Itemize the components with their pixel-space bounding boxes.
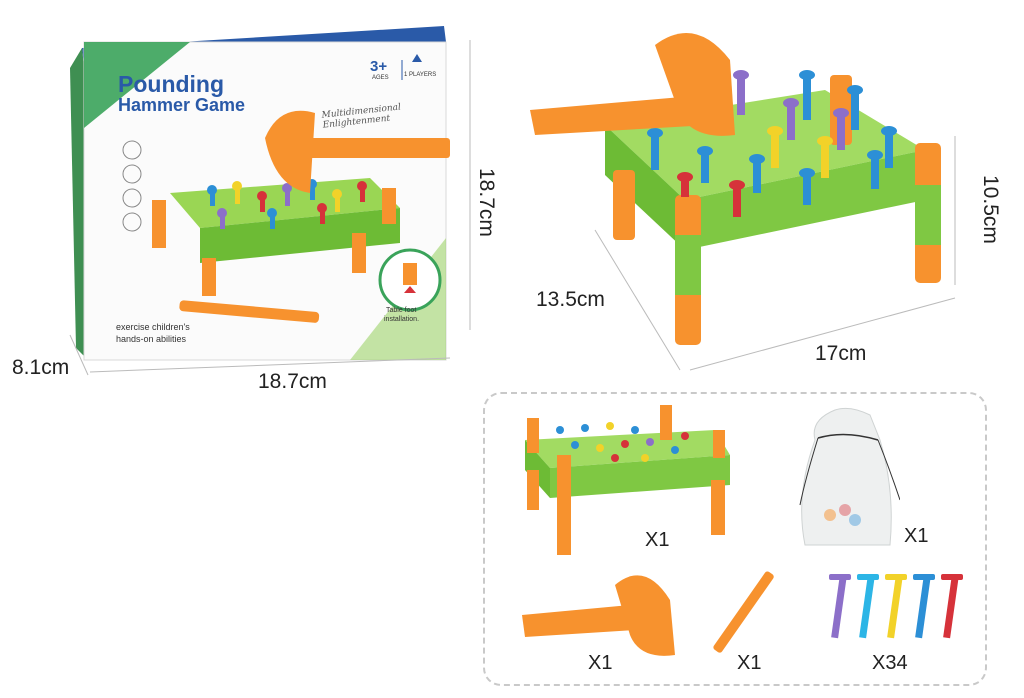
product-dimension-lines	[594, 136, 956, 371]
contents-bench-icon	[525, 405, 730, 555]
hammer-icon	[522, 575, 675, 656]
age-label: AGES	[372, 75, 389, 81]
box-title-line2: Hammer Game	[118, 95, 246, 115]
product-depth-label: 13.5cm	[536, 288, 605, 311]
contents-panel	[483, 392, 987, 686]
drawstring-bag-icon	[799, 407, 900, 546]
bag-quantity: X1	[904, 525, 929, 547]
box-bottom-text-2: hands-on abilities	[116, 334, 187, 344]
stick-icon	[713, 571, 774, 653]
box-title-line1: Pounding	[118, 71, 225, 97]
age-badge: 3+	[370, 58, 388, 75]
bench-quantity: X1	[645, 529, 670, 551]
box-depth-label: 8.1cm	[12, 356, 70, 379]
product-box-illustration	[70, 26, 450, 361]
stick-quantity: X1	[737, 652, 762, 674]
assembled-bench-illustration	[530, 33, 941, 345]
install-note-1: Table foot	[386, 307, 417, 314]
box-bottom-text-1: exercise children's	[116, 322, 190, 332]
product-width-label: 17cm	[815, 342, 867, 365]
box-width-label: 18.7cm	[258, 370, 327, 393]
pegs-icon	[829, 574, 963, 639]
product-height-label: 10.5cm	[979, 175, 1002, 244]
install-note-2: installation.	[384, 316, 420, 323]
box-dimension-lines	[69, 40, 471, 376]
pegs-quantity: X34	[872, 652, 908, 674]
box-height-label: 18.7cm	[475, 168, 498, 237]
hammer-quantity: X1	[588, 652, 613, 674]
players-label: 1 PLAYERS	[404, 72, 437, 78]
